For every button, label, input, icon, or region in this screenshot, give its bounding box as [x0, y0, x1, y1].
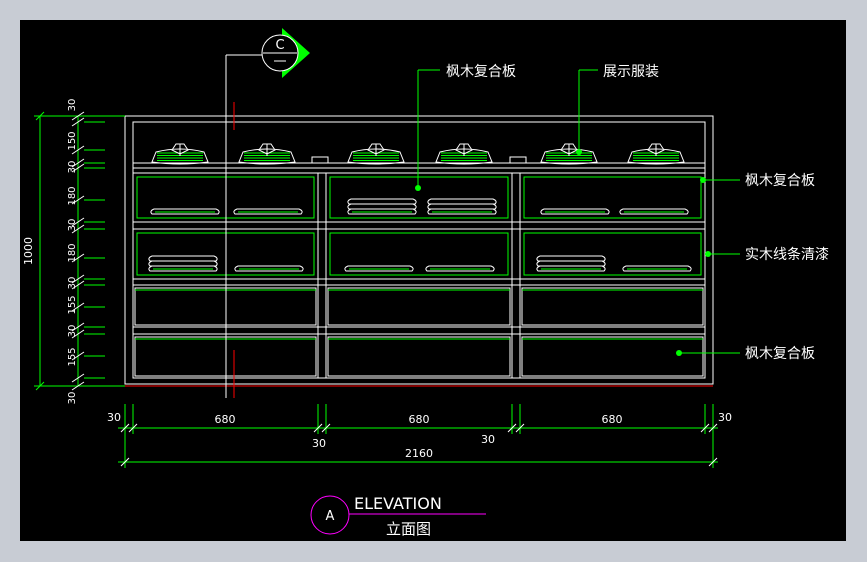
folded-clothes-stack: [148, 255, 218, 272]
folded-shirts-top: [151, 143, 685, 165]
folded-shirt: [238, 143, 296, 165]
callout-text: 枫木复合板: [745, 172, 815, 189]
vertical-dimension-label: 30: [67, 277, 78, 290]
cad-viewport[interactable]: [20, 20, 846, 541]
folded-clothes-stack: [536, 255, 606, 272]
vertical-dimension-chain: [34, 111, 125, 391]
vertical-dimension-label: 180: [67, 186, 78, 205]
horizontal-dimension-ticks: [120, 423, 718, 467]
callout-side-panel[interactable]: 枫木复合板: [700, 172, 815, 189]
vertical-dimension-labels: 30 150 30 180 30 180 30 155 30 155 30: [67, 99, 78, 405]
cabinet-inner-frame: [132, 121, 706, 379]
folded-clothes-stack: [619, 208, 689, 215]
folded-clothes-stack: [344, 265, 414, 272]
leader-dot: [576, 149, 582, 155]
vertical-dimension-label: 30: [67, 392, 78, 405]
vertical-total-dimension: 1000: [22, 237, 35, 265]
callout-top-panel[interactable]: 枫木复合板: [415, 63, 516, 191]
vertical-dimension-label: 155: [67, 295, 78, 314]
vertical-dimension-ticks: [71, 111, 105, 391]
title-english: ELEVATION: [354, 494, 442, 513]
dim-left-gap: 30: [107, 411, 121, 424]
callout-text: 实木线条清漆: [745, 246, 829, 263]
title-block: A ELEVATION 立面图: [310, 494, 486, 538]
shelf-box: [311, 156, 329, 164]
folded-clothes-stack: [347, 198, 417, 215]
folded-clothes-stack: [540, 208, 610, 215]
folded-shirt: [627, 143, 685, 165]
folded-shirt: [540, 143, 598, 165]
callout-text: 枫木复合板: [745, 345, 815, 362]
dim-bay-2: 680: [409, 413, 430, 426]
vertical-dimension-label: 30: [67, 219, 78, 232]
vertical-dimension-label: 30: [67, 161, 78, 174]
dim-mid-gap-1: 30: [312, 437, 326, 450]
cabinet-outer-frame: [124, 115, 714, 385]
shelf-box: [509, 156, 527, 164]
leader-dot: [700, 177, 706, 183]
section-marker[interactable]: C: [261, 28, 310, 78]
folded-clothes-stacks: [148, 198, 692, 272]
folded-shirt: [151, 143, 209, 165]
callout-text: 展示服装: [603, 64, 659, 80]
dim-total-width: 2160: [405, 447, 433, 460]
dim-right-gap: 30: [718, 411, 732, 424]
folded-shirt: [435, 143, 493, 165]
callout-text: 枫木复合板: [446, 63, 516, 80]
title-letter: A: [326, 509, 335, 524]
callout-bottom-panel[interactable]: 枫木复合板: [676, 345, 815, 362]
vertical-dividers: [317, 173, 521, 378]
callout-display-clothes[interactable]: 展示服装: [576, 64, 659, 155]
title-circle: [310, 495, 350, 535]
vertical-dimension-label: 180: [67, 243, 78, 262]
dim-bay-1: 680: [215, 413, 236, 426]
title-chinese: 立面图: [386, 520, 431, 538]
folded-clothes-stack: [234, 265, 304, 272]
horizontal-rails: [133, 172, 705, 335]
leader-dot: [415, 185, 421, 191]
drawer-green-lines: [135, 289, 703, 340]
vertical-dimension-label: 150: [67, 131, 78, 150]
callout-wood-strip[interactable]: 实木线条清漆: [705, 246, 829, 263]
folded-clothes-stack: [150, 208, 220, 215]
vertical-dimension-label: 155: [67, 347, 78, 366]
leader-dot: [676, 350, 682, 356]
horizontal-dimension-chain: [118, 404, 718, 468]
drawers: [134, 287, 704, 377]
folded-clothes-stack: [233, 208, 303, 215]
folded-clothes-stack: [622, 265, 692, 272]
folded-clothes-stack: [425, 265, 495, 272]
vertical-dimension-label: 30: [67, 99, 78, 112]
folded-clothes-stack: [427, 198, 497, 215]
glass-compartments: [136, 176, 702, 276]
vertical-dimension-label: 30: [67, 325, 78, 338]
dim-bay-3: 680: [602, 413, 623, 426]
leader-dot: [705, 251, 711, 257]
section-marker-label: C: [275, 38, 284, 53]
folded-shirt: [347, 143, 405, 165]
dim-mid-gap-2: 30: [481, 433, 495, 446]
